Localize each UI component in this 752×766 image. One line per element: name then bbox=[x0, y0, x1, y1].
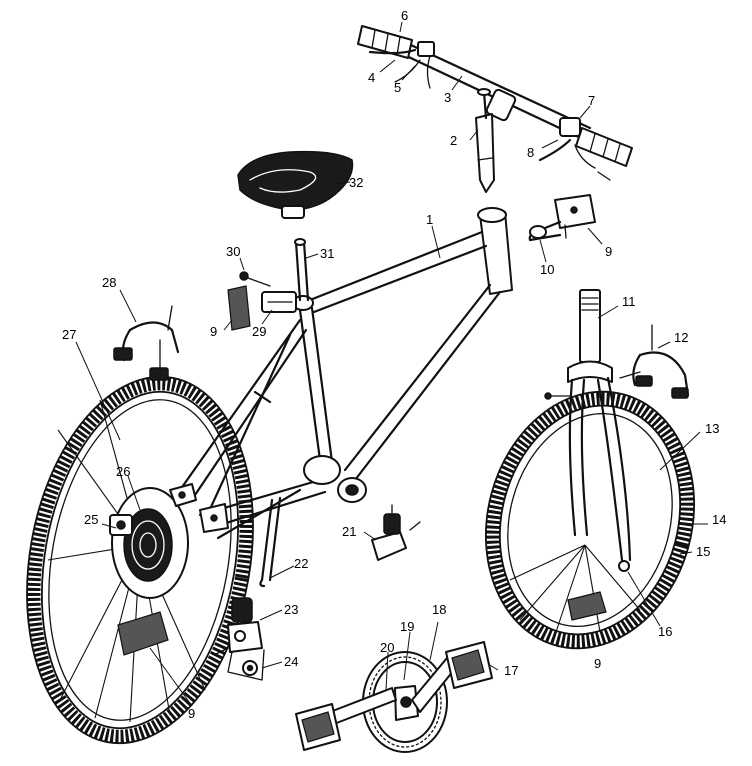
callout-14: 14 bbox=[712, 512, 726, 527]
handlebar-stem bbox=[475, 88, 495, 193]
callout-12: 12 bbox=[674, 330, 688, 345]
callout-26: 26 bbox=[116, 464, 130, 479]
front-reflector-bracket bbox=[528, 194, 596, 242]
callout-5: 5 bbox=[394, 80, 401, 95]
crankset bbox=[329, 651, 463, 753]
callout-32: 32 bbox=[349, 175, 363, 190]
front-derailleur bbox=[371, 504, 421, 561]
callout-9-front-reflector: 9 bbox=[605, 244, 612, 259]
callout-30: 30 bbox=[226, 244, 240, 259]
rear-reflector bbox=[227, 285, 251, 331]
callout-9-rear-reflector: 9 bbox=[210, 324, 217, 339]
rear-hub bbox=[109, 514, 133, 536]
callout-22: 22 bbox=[294, 556, 308, 571]
callout-13: 13 bbox=[705, 421, 719, 436]
callout-25: 25 bbox=[84, 512, 98, 527]
callout-29: 29 bbox=[252, 324, 266, 339]
callout-21: 21 bbox=[342, 524, 356, 539]
seat-post bbox=[294, 238, 310, 302]
front-wheel bbox=[484, 390, 696, 650]
callout-28: 28 bbox=[102, 275, 116, 290]
front-brake-caliper bbox=[619, 324, 690, 399]
handlebar bbox=[357, 25, 633, 167]
rear-spoke-reflector bbox=[117, 611, 169, 656]
front-fork bbox=[544, 289, 632, 572]
callout-6: 6 bbox=[401, 8, 408, 23]
callout-11: 11 bbox=[622, 294, 636, 309]
callout-9-front-spoke-reflector: 9 bbox=[594, 656, 601, 671]
rear-wheel bbox=[26, 375, 254, 745]
callout-19: 19 bbox=[400, 619, 414, 634]
callout-24: 24 bbox=[284, 654, 298, 669]
rear-brake-caliper bbox=[113, 305, 180, 381]
right-brake-lever bbox=[538, 117, 611, 181]
part-callouts: 6 4 5 3 7 2 8 32 1 9 10 30 31 28 9 29 11… bbox=[62, 8, 726, 721]
front-spokes bbox=[509, 544, 641, 636]
rear-derailleur bbox=[213, 597, 265, 681]
callout-2: 2 bbox=[450, 133, 457, 148]
callout-10: 10 bbox=[540, 262, 554, 277]
seat-clamp bbox=[239, 271, 297, 313]
callout-4: 4 bbox=[368, 70, 375, 85]
front-spoke-reflector bbox=[567, 591, 607, 621]
bicycle-frame bbox=[169, 207, 513, 540]
callout-23: 23 bbox=[284, 602, 298, 617]
left-pedal bbox=[295, 703, 341, 751]
callout-3: 3 bbox=[444, 90, 451, 105]
leader-lines bbox=[75, 21, 708, 707]
right-pedal bbox=[445, 641, 493, 689]
callout-17: 17 bbox=[504, 663, 518, 678]
kickstand bbox=[259, 496, 282, 588]
callout-16: 16 bbox=[658, 624, 672, 639]
callout-1: 1 bbox=[426, 212, 433, 227]
callout-18: 18 bbox=[432, 602, 446, 617]
callout-20: 20 bbox=[380, 640, 394, 655]
callout-9-rear-spoke-reflector: 9 bbox=[188, 706, 195, 721]
callout-7: 7 bbox=[588, 93, 595, 108]
callout-15: 15 bbox=[696, 544, 710, 559]
callout-31: 31 bbox=[320, 246, 334, 261]
bicycle-seat bbox=[237, 150, 354, 219]
callout-27: 27 bbox=[62, 327, 76, 342]
callout-8: 8 bbox=[527, 145, 534, 160]
